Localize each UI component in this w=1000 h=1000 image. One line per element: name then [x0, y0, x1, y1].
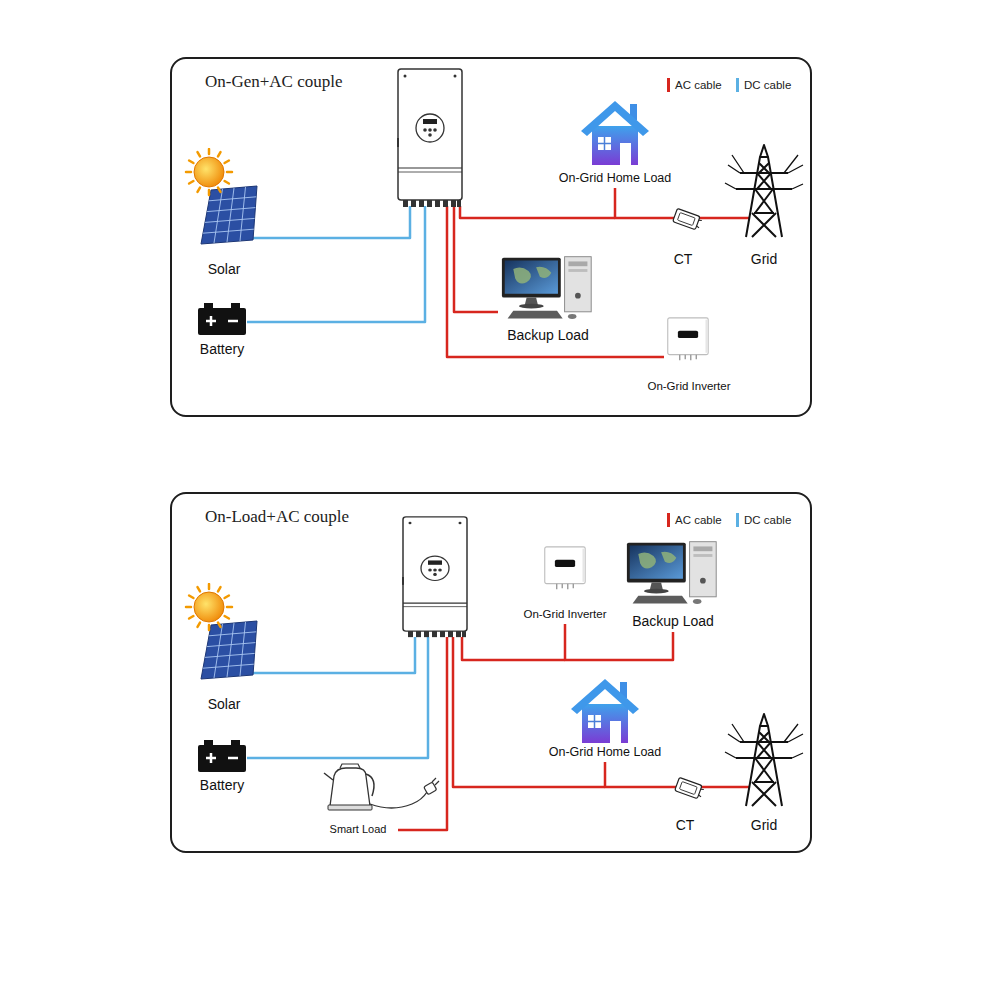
- solar-node: Solar: [180, 580, 268, 715]
- ac-cable-connector: [706, 217, 720, 220]
- ct-node: CT: [660, 204, 706, 270]
- battery-icon: [198, 740, 246, 772]
- component-label: On-Grid Home Load: [559, 171, 672, 186]
- home-load-node: On-Grid Home Load: [535, 670, 675, 762]
- component-label: On-Grid Inverter: [647, 380, 730, 394]
- ct-icon: [673, 208, 703, 230]
- battery-node: Battery: [183, 732, 261, 796]
- ac-cable-connector: [605, 762, 662, 787]
- solar-panel-icon: [186, 149, 257, 244]
- legend-swatch: [736, 513, 739, 527]
- ac-cable-connector: [565, 624, 673, 660]
- ac-cable: [454, 206, 498, 312]
- component-label: On-Grid Home Load: [549, 745, 662, 760]
- component-label: CT: [676, 817, 695, 834]
- on-grid-inverter-node: On-Grid Inverter: [518, 540, 612, 624]
- component-label: Solar: [208, 261, 241, 278]
- solar-node: Solar: [180, 145, 268, 280]
- component-label: Backup Load: [507, 327, 589, 344]
- grid-tower-icon: [725, 714, 803, 806]
- grid-node: Grid: [720, 141, 808, 270]
- component-label: Battery: [200, 341, 244, 358]
- panel-frame: On-Gen+AC coupleSolarBattery On-Grid Home…: [170, 57, 812, 417]
- hybrid-inverter: [401, 517, 467, 637]
- ac-cable: [720, 217, 749, 220]
- computer-icon: [502, 257, 591, 319]
- ac-cable: [462, 637, 565, 660]
- component-label: Grid: [751, 817, 777, 834]
- component-label: Battery: [200, 777, 244, 794]
- ac-cable-connector: [708, 786, 720, 789]
- ct-icon: [675, 777, 705, 799]
- legend-label: AC cable: [675, 78, 722, 92]
- backup-load-node: Backup Load: [617, 536, 729, 632]
- legend-label: AC cable: [675, 513, 722, 527]
- panel-frame: On-Load+AC coupleOn-Grid Inverter Backup …: [170, 492, 812, 853]
- component-label: Grid: [751, 251, 777, 268]
- legend-swatch: [736, 78, 739, 92]
- legend-swatch: [667, 513, 670, 527]
- house-icon: [581, 101, 649, 165]
- on-grid-inverter-icon: [668, 318, 708, 360]
- legend-label: DC cable: [744, 78, 791, 92]
- grid-tower-icon: [725, 145, 803, 237]
- ac-cable: [460, 206, 615, 218]
- on-grid-inverter-node: On-Grid Inverter: [642, 312, 736, 396]
- component-label: Solar: [208, 696, 241, 713]
- legend-label: DC cable: [744, 513, 791, 527]
- solar-panel-icon: [186, 584, 257, 679]
- component-label: On-Grid Inverter: [523, 608, 606, 622]
- panel-heading: On-Load+AC couple: [205, 507, 349, 527]
- battery-icon: [198, 303, 246, 335]
- battery-node: Battery: [183, 295, 261, 360]
- dc-cable: [252, 637, 415, 673]
- panel-heading: On-Gen+AC couple: [205, 72, 343, 92]
- component-label: CT: [674, 251, 693, 268]
- component-label: Backup Load: [632, 613, 714, 630]
- ac-cable-connector: [615, 188, 660, 218]
- grid-node: Grid: [720, 710, 808, 836]
- legend-swatch: [667, 78, 670, 92]
- kettle-icon: [324, 764, 439, 810]
- home-load-node: On-Grid Home Load: [545, 92, 685, 188]
- hybrid-inverter: [396, 69, 462, 207]
- on-grid-inverter-icon: [545, 547, 585, 589]
- ac-cable: [398, 637, 447, 830]
- dc-cable: [252, 206, 410, 238]
- component-label: Smart Load: [330, 823, 387, 836]
- ct-node: CT: [662, 773, 708, 836]
- computer-icon: [627, 542, 716, 604]
- house-icon: [571, 679, 639, 743]
- smart-load-node: Smart Load: [318, 758, 398, 838]
- dc-cable: [247, 637, 428, 758]
- ac-cable: [447, 206, 664, 357]
- backup-load-node: Backup Load: [492, 250, 604, 346]
- dc-cable: [247, 206, 425, 322]
- ac-cable: [720, 786, 749, 789]
